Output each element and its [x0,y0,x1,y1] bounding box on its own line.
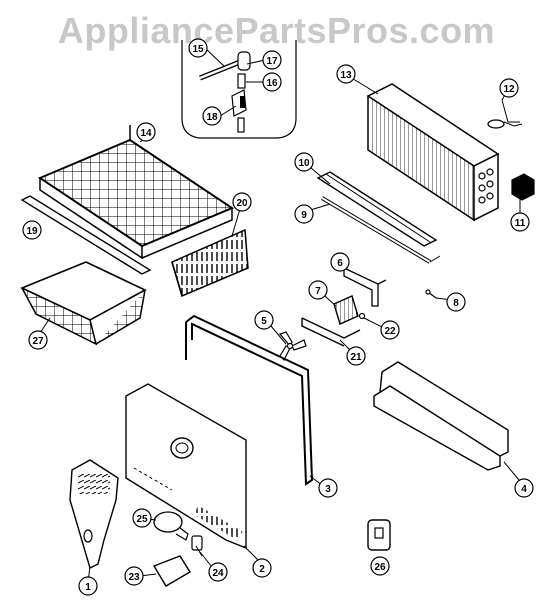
evaporator-part-13 [366,83,500,222]
callout-13: 13 [336,64,356,84]
svg-text:15: 15 [192,44,204,55]
callout-3: 3 [318,478,338,498]
svg-text:26: 26 [374,562,386,573]
callout-16: 16 [262,72,282,92]
callout-1: 1 [78,576,98,596]
svg-text:4: 4 [521,484,527,495]
light-bulb-part-25 [153,511,189,541]
svg-text:10: 10 [298,158,310,169]
watermark-text: AppliancePartsPros.com [57,10,496,51]
heater-element-part-9 [320,196,441,264]
svg-text:17: 17 [266,56,278,67]
shelf-panel-part-20 [171,228,249,298]
callout-22: 22 [380,320,400,340]
svg-text:6: 6 [337,258,343,269]
svg-text:13: 13 [340,70,352,81]
light-shield-part-23 [152,555,191,587]
motor-bracket-part-21 [301,317,361,347]
callout-24: 24 [208,562,228,582]
callout-5: 5 [254,310,274,330]
svg-text:25: 25 [136,514,148,525]
svg-text:5: 5 [261,316,267,327]
callout-17: 17 [262,50,282,70]
screw-part-8 [425,289,437,299]
callout-14: 14 [136,122,156,142]
callout-6: 6 [330,252,350,272]
svg-text:19: 19 [26,226,38,237]
freezer-shelf-part-14 [37,125,235,260]
svg-text:23: 23 [128,572,140,583]
bracket-part-6 [343,266,387,307]
grommet-part-22 [358,312,366,320]
light-socket-part-24 [191,535,203,557]
callout-11: 11 [510,212,530,232]
thermostat-part-12 [487,99,523,129]
svg-text:20: 20 [236,198,248,209]
callouts: 15 17 16 18 14 19 20 27 13 12 10 9 11 6 … [22,38,534,596]
svg-text:7: 7 [315,286,321,297]
svg-text:3: 3 [325,484,331,495]
svg-text:1: 1 [85,582,91,593]
svg-text:14: 14 [140,128,152,139]
callout-25: 25 [132,508,152,528]
svg-text:16: 16 [266,78,278,89]
part-26-detail-box [367,519,391,551]
callout-26: 26 [370,556,390,576]
callout-9: 9 [294,204,314,224]
callout-27: 27 [28,330,48,350]
callout-7: 7 [308,280,328,300]
svg-text:21: 21 [350,352,362,363]
gasket-frame-part-3 [185,314,314,486]
connector-part-11 [511,173,535,201]
fan-motor-part-7 [333,295,359,325]
svg-text:18: 18 [206,112,218,123]
callout-4: 4 [514,478,534,498]
callout-8: 8 [446,292,466,312]
shelf-rail-part-19 [20,195,152,275]
fan-blade-part-5 [278,331,307,362]
svg-text:27: 27 [32,336,44,347]
svg-text:22: 22 [384,326,396,337]
drain-trough-part-4 [373,361,509,471]
svg-text:9: 9 [301,210,307,221]
callout-19: 19 [22,220,42,240]
freezer-basket-part-27 [20,261,147,346]
callout-12: 12 [499,78,519,98]
callout-2: 2 [252,558,272,578]
svg-text:12: 12 [503,84,515,95]
svg-text:8: 8 [453,298,459,309]
svg-text:24: 24 [212,568,224,579]
inset-detail-box [181,40,297,139]
svg-text:11: 11 [515,218,526,229]
callout-18: 18 [202,106,222,126]
callout-21: 21 [346,346,366,366]
rear-panel-part-2 [125,383,247,550]
defrost-heater-part-10 [316,171,438,247]
callout-20: 20 [232,192,252,212]
callout-15: 15 [188,38,208,58]
light-housing-part-1 [69,459,119,570]
svg-text:2: 2 [259,564,265,575]
callout-23: 23 [124,566,144,586]
callout-10: 10 [294,152,314,172]
